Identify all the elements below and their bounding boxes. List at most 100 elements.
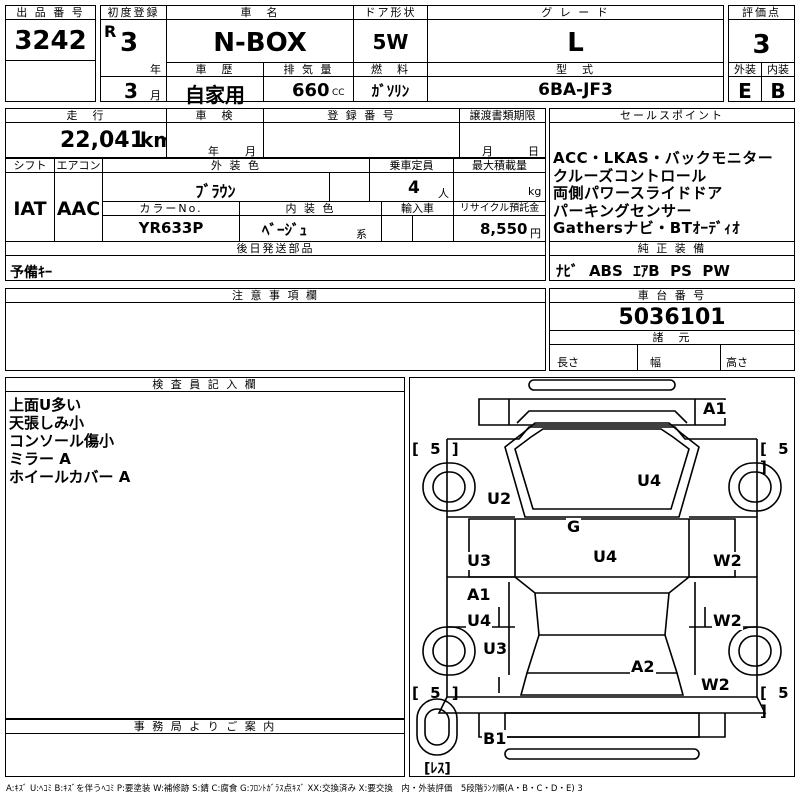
score: 3 <box>752 30 771 60</box>
sales-point: ACC・LKAS・バックモニター <box>553 149 774 167</box>
max-load-label: 最大積載量 <box>453 158 546 173</box>
registration-number-label: 登 録 番 号 <box>263 108 460 123</box>
capacity: 4 <box>408 178 420 198</box>
displacement-unit: CC <box>332 88 345 98</box>
rear-body <box>446 677 758 698</box>
damage-mark: U3 <box>482 639 509 658</box>
damage-mark: U2 <box>486 489 513 508</box>
door-type: 5W <box>372 30 409 54</box>
transfer-day-unit: 日 <box>528 145 539 158</box>
displacement-label: 排 気 量 <box>263 62 354 77</box>
height-label: 高さ <box>726 356 748 369</box>
inspector-notes-label: 検 査 員 記 入 欄 <box>5 377 405 392</box>
damage-mark: U4 <box>466 611 493 630</box>
sales-points-panel <box>549 108 795 242</box>
exterior-color: ﾌﾞﾗｳﾝ <box>195 182 236 201</box>
grade: L <box>567 28 584 58</box>
import-label: 輸入車 <box>381 201 454 216</box>
color-number-label: カラーNo. <box>102 201 240 216</box>
grade-label: グ レ ー ド <box>427 5 724 20</box>
inspection-year-unit: 年 <box>208 145 219 158</box>
length-label: 長さ <box>557 356 579 369</box>
tire-tread-rear-right: [ 5 ] <box>760 684 792 720</box>
first-registration-label: 初度登録 <box>100 5 167 20</box>
note-line: 上面U多い <box>9 396 82 414</box>
chassis-number: 5036101 <box>618 305 726 330</box>
lot-divider <box>5 60 96 61</box>
displacement: 660 <box>292 80 330 101</box>
reg-year: 3 <box>120 28 139 58</box>
windshield <box>504 422 700 518</box>
model-code: 6BA-JF3 <box>538 80 613 100</box>
color-number: YR633P <box>138 219 204 237</box>
front-body-line <box>447 426 757 440</box>
fuel: ｶﾞｿﾘﾝ <box>371 82 410 100</box>
tire-tread-front-right: [ 5 ] <box>760 440 792 476</box>
sales-points-list: ACC・LKAS・バックモニター クルーズコントロール 両側パワースライドドア … <box>553 149 774 238</box>
front-bumper-top <box>528 379 676 391</box>
damage-diagram-panel: A1 U4 U2 G U4 U3 W2 A1 U4 W2 U3 A2 W2 B1… <box>409 377 795 777</box>
capacity-unit: 人 <box>438 187 449 200</box>
exterior-label: 外装 <box>728 62 762 77</box>
rear-bumper <box>478 713 726 738</box>
caution-label: 注 意 事 項 欄 <box>5 288 546 303</box>
front-left-tire <box>422 462 476 512</box>
chassis-label: 車 台 番 号 <box>549 288 795 303</box>
transfer-docs-label: 譲渡書類期限 <box>459 108 546 123</box>
history: 自家用 <box>185 83 245 107</box>
legend: A:ｷｽﾞ U:ﾍｺﾐ B:ｷｽﾞを伴うﾍｺﾐ P:要塗装 W:補修跡 S:錆 … <box>6 784 583 794</box>
exterior-color-label: 外 装 色 <box>102 158 370 173</box>
rear-right-tire <box>728 626 782 676</box>
sales-point: 両側パワースライドドア <box>553 184 723 202</box>
recycle-unit: 円 <box>530 227 541 240</box>
front-bumper <box>478 398 726 426</box>
reg-month-unit: 月 <box>150 89 161 102</box>
spare-tire-label: [ﾚｽ] <box>424 761 451 777</box>
max-load-unit: kg <box>528 185 542 198</box>
damage-mark: U4 <box>636 471 663 490</box>
fuel-label: 燃 料 <box>353 62 428 77</box>
sales-points-label: セールスポイント <box>549 108 795 123</box>
mileage: 22,041 <box>60 128 145 153</box>
inspection-month-unit: 月 <box>245 145 256 158</box>
door-label: ドア形状 <box>353 5 428 20</box>
office-notice-label: 事 務 局 よ り ご 案 内 <box>5 719 405 734</box>
equipment-label: 純 正 装 備 <box>549 241 795 256</box>
note-line: ホイールカバー A <box>9 468 131 486</box>
car-diagram <box>416 379 782 760</box>
interior-grade: B <box>770 79 786 103</box>
body-sides <box>446 497 758 677</box>
dimensions-label: 諸 元 <box>549 330 795 345</box>
front-right-tire <box>728 462 782 512</box>
damage-mark: W2 <box>700 675 731 694</box>
score-label: 評価点 <box>728 5 795 20</box>
damage-mark: B1 <box>482 729 508 748</box>
rear-bumper-bottom <box>504 748 700 760</box>
lot-number-label: 出 品 番 号 <box>5 5 96 20</box>
mileage-label: 走 行 <box>5 108 167 123</box>
damage-mark: W2 <box>712 551 743 570</box>
ac-label: エアコン <box>54 158 103 173</box>
width-label: 幅 <box>650 356 661 369</box>
era: R <box>104 22 117 41</box>
note-line: コンソール傷小 <box>9 432 115 450</box>
sales-point: Gathersナビ・BTｵｰﾃﾞｨｵ <box>553 219 740 237</box>
history-label: 車 歴 <box>166 62 264 77</box>
damage-mark: W2 <box>712 611 743 630</box>
capacity-label: 乗車定員 <box>369 158 454 173</box>
lot-number: 3242 <box>14 26 87 56</box>
interior-color-label: 内 装 色 <box>239 201 382 216</box>
note-line: 天張しみ小 <box>9 414 85 432</box>
hood-front <box>516 410 688 424</box>
car-name: N-BOX <box>213 28 307 58</box>
damage-mark: U3 <box>466 551 493 570</box>
spare-tire <box>416 698 458 756</box>
interior-color-unit: 系 <box>356 228 367 241</box>
note-line: ミラー A <box>9 450 71 468</box>
rear-left-tire <box>422 626 476 676</box>
lot-number-cell <box>5 5 96 102</box>
damage-mark: G <box>566 517 582 536</box>
exterior-grade: E <box>738 79 752 103</box>
recycle-label: リサイクル預託金 <box>453 201 546 216</box>
damage-mark: A1 <box>466 585 492 604</box>
